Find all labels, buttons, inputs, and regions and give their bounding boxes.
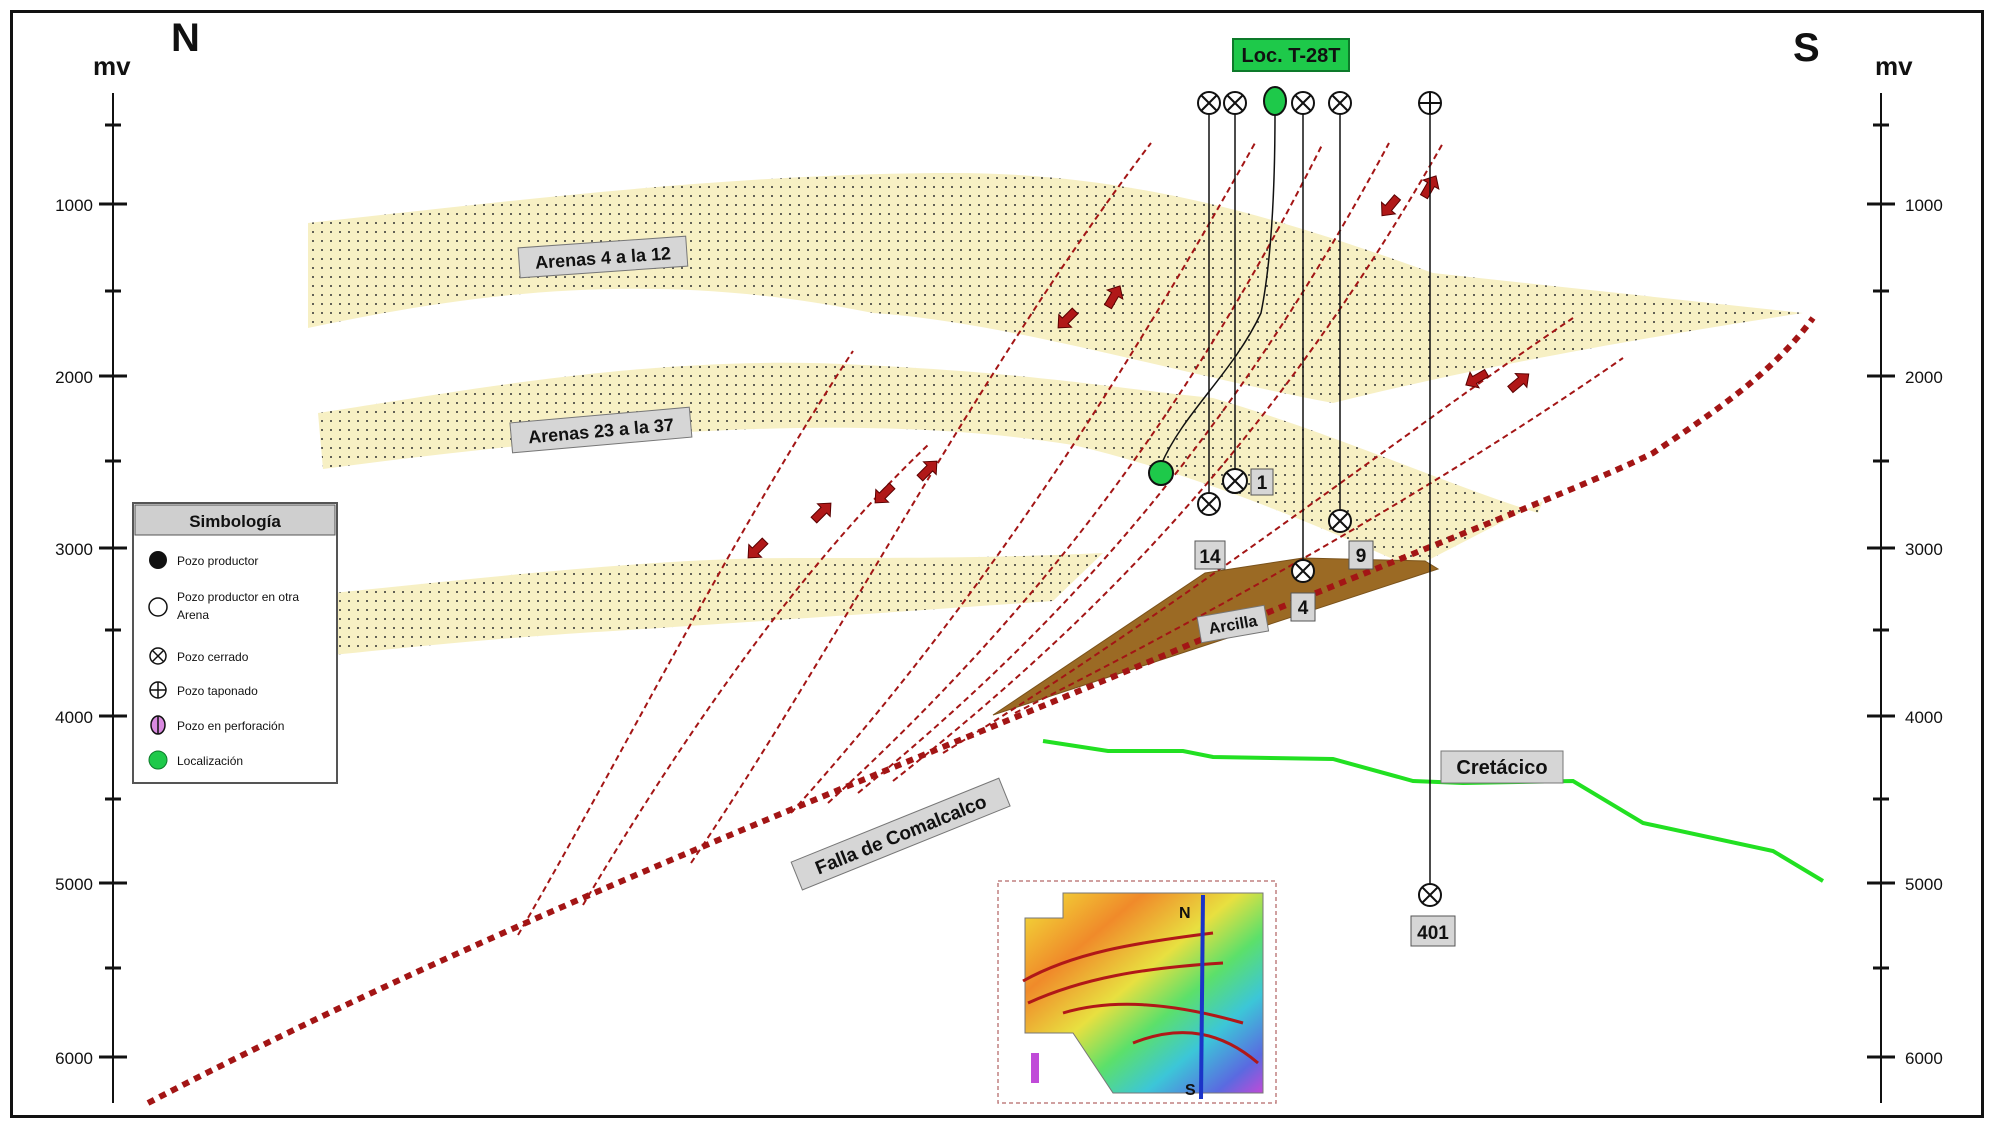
right-tick-3000: 3000: [1905, 540, 1943, 559]
legend-title: Simbología: [189, 512, 281, 531]
fault-label: Falla de Comalcalco: [813, 792, 990, 880]
north-label: N: [171, 16, 200, 60]
left-tick-1000: 1000: [55, 196, 93, 215]
closed-well-icon: [1197, 492, 1221, 516]
arrow-icon: [1380, 194, 1402, 217]
right-depth-axis: 1000 2000 3000 4000 5000 6000: [1867, 93, 1943, 1103]
closed-well-icon: [1197, 91, 1221, 115]
closed-well-icon: [1418, 883, 1442, 907]
right-tick-1000: 1000: [1905, 196, 1943, 215]
legend-item-drilling: Pozo en perforación: [177, 719, 284, 733]
right-tick-5000: 5000: [1905, 875, 1943, 894]
well-heads: [1197, 86, 1442, 116]
legend: Simbología Pozo productor Pozo productor…: [132, 502, 338, 784]
well-bottoms: [1148, 460, 1442, 907]
closed-well-icon: [1328, 91, 1352, 115]
arrow-icon: [1507, 372, 1530, 394]
arrow-icon: [810, 502, 832, 524]
plugged-well-icon: [1418, 91, 1442, 115]
location-icon: [148, 750, 168, 770]
well-label-14: 14: [1199, 547, 1221, 568]
sand-body-upper: [308, 173, 1803, 403]
producer-other-sand-icon: [148, 597, 168, 617]
well-label-4: 4: [1298, 598, 1309, 619]
arrow-icon: [1103, 285, 1124, 310]
closed-well-icon: [1328, 509, 1352, 533]
right-tick-6000: 6000: [1905, 1049, 1943, 1068]
left-axis-unit: mv: [93, 51, 131, 81]
closed-well-icon: [1291, 91, 1315, 115]
inset-map: N S: [997, 880, 1277, 1104]
left-tick-4000: 4000: [55, 708, 93, 727]
well-label-401: 401: [1417, 923, 1449, 944]
cretaceous-top-line: [1042, 739, 1825, 883]
plugged-well-icon: [149, 681, 167, 699]
well-label-9: 9: [1356, 546, 1367, 567]
legend-item-location: Localización: [177, 754, 243, 768]
closed-well-icon: [1223, 91, 1247, 115]
south-label: S: [1793, 26, 1820, 70]
arrow-icon: [874, 482, 896, 504]
right-tick-4000: 4000: [1905, 708, 1943, 727]
sand-body-lower: [333, 553, 1103, 655]
producer-well-icon: [149, 551, 167, 569]
legend-item-producer: Pozo productor: [177, 554, 258, 568]
location-target-icon: [1148, 460, 1174, 486]
well-trajectories: [1160, 112, 1431, 895]
right-tick-2000: 2000: [1905, 368, 1943, 387]
closed-well-icon: [1291, 559, 1315, 583]
left-tick-5000: 5000: [55, 875, 93, 894]
left-depth-axis: 1000 2000 3000 4000 5000 6000: [55, 93, 127, 1103]
arrow-icon: [916, 460, 938, 482]
left-tick-2000: 2000: [55, 368, 93, 387]
cross-section-diagram: N S mv mv 1000 2000 3000 4000 5000 6000: [55, 16, 1943, 1106]
drilling-well-icon: [150, 715, 166, 735]
inset-south-label: S: [1185, 1082, 1196, 1099]
location-well-icon: [1263, 86, 1287, 116]
minor-faults: [517, 142, 1624, 936]
inset-north-label: N: [1179, 905, 1191, 922]
closed-well-icon: [149, 647, 167, 665]
closed-well-icon: [1222, 468, 1248, 494]
well-label-1: 1: [1257, 473, 1268, 494]
arrow-icon: [1465, 368, 1490, 389]
arrow-icon: [747, 537, 769, 559]
legend-item-closed: Pozo cerrado: [177, 650, 249, 664]
diagram-frame: N S mv mv 1000 2000 3000 4000 5000 6000: [10, 10, 1984, 1118]
legend-item-producer-other-cont: Arena: [177, 608, 209, 622]
well-number-labels: 14 1 4 9 401: [1194, 468, 1456, 947]
location-label-box: [1232, 38, 1350, 72]
fault-arrows: [747, 175, 1530, 559]
left-tick-3000: 3000: [55, 540, 93, 559]
right-axis-unit: mv: [1875, 51, 1913, 81]
location-label: Loc. T-28T: [1242, 45, 1341, 67]
legend-item-plugged: Pozo taponado: [177, 684, 258, 698]
cretaceous-label: Cretácico: [1456, 757, 1547, 779]
legend-item-producer-other: Pozo productor en otra: [177, 590, 299, 604]
arrow-icon: [1057, 307, 1079, 329]
left-tick-6000: 6000: [55, 1049, 93, 1068]
